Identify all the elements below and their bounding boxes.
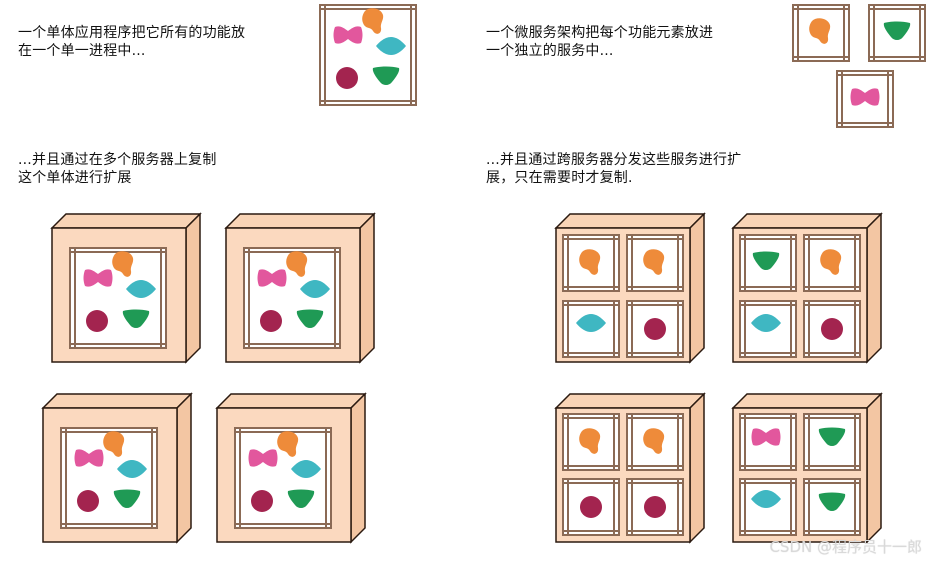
- monolith-caption-line-2: 在一个单一进程中...: [18, 43, 146, 59]
- monolith-caption: 一个单体应用程序把它所有的功能放 在一个单一进程中...: [18, 24, 245, 60]
- monolith-process: [320, 5, 416, 105]
- microservices-caption: 一个微服务架构把每个功能元素放进 一个独立的服务中...: [486, 24, 713, 60]
- microservice-orange: [792, 4, 850, 62]
- monolith-scale-caption: ...并且通过在多个服务器上复制 这个单体进行扩展: [18, 151, 217, 187]
- microservices-scale-caption-line-1: ...并且通过跨服务器分发这些服务进行扩: [486, 152, 742, 168]
- microservice-pink: [836, 70, 894, 128]
- microservice-server-1: [555, 213, 705, 363]
- microservices-scale-caption-line-2: 展，只在需要时才复制.: [486, 170, 633, 186]
- monolith-caption-line-1: 一个单体应用程序把它所有的功能放: [18, 25, 246, 41]
- microservices-caption-line-2: 一个独立的服务中...: [486, 43, 614, 59]
- csdn-watermark: CSDN @程序员十一郎: [769, 538, 922, 556]
- microservice-server-3: [555, 393, 705, 543]
- microservice-green: [868, 4, 926, 62]
- microservice-server-4: [732, 393, 882, 543]
- monolith-server-4: [216, 393, 366, 543]
- microservices-scale-caption: ...并且通过跨服务器分发这些服务进行扩 展，只在需要时才复制.: [486, 151, 741, 187]
- monolith-server-2: [225, 213, 375, 363]
- monolith-scale-caption-line-1: ...并且通过在多个服务器上复制: [18, 152, 217, 168]
- monolith-server-1: [51, 213, 201, 363]
- microservice-server-2: [732, 213, 882, 363]
- monolith-server-3: [42, 393, 192, 543]
- monolith-scale-caption-line-2: 这个单体进行扩展: [18, 170, 132, 186]
- microservices-caption-line-1: 一个微服务架构把每个功能元素放进: [486, 25, 714, 41]
